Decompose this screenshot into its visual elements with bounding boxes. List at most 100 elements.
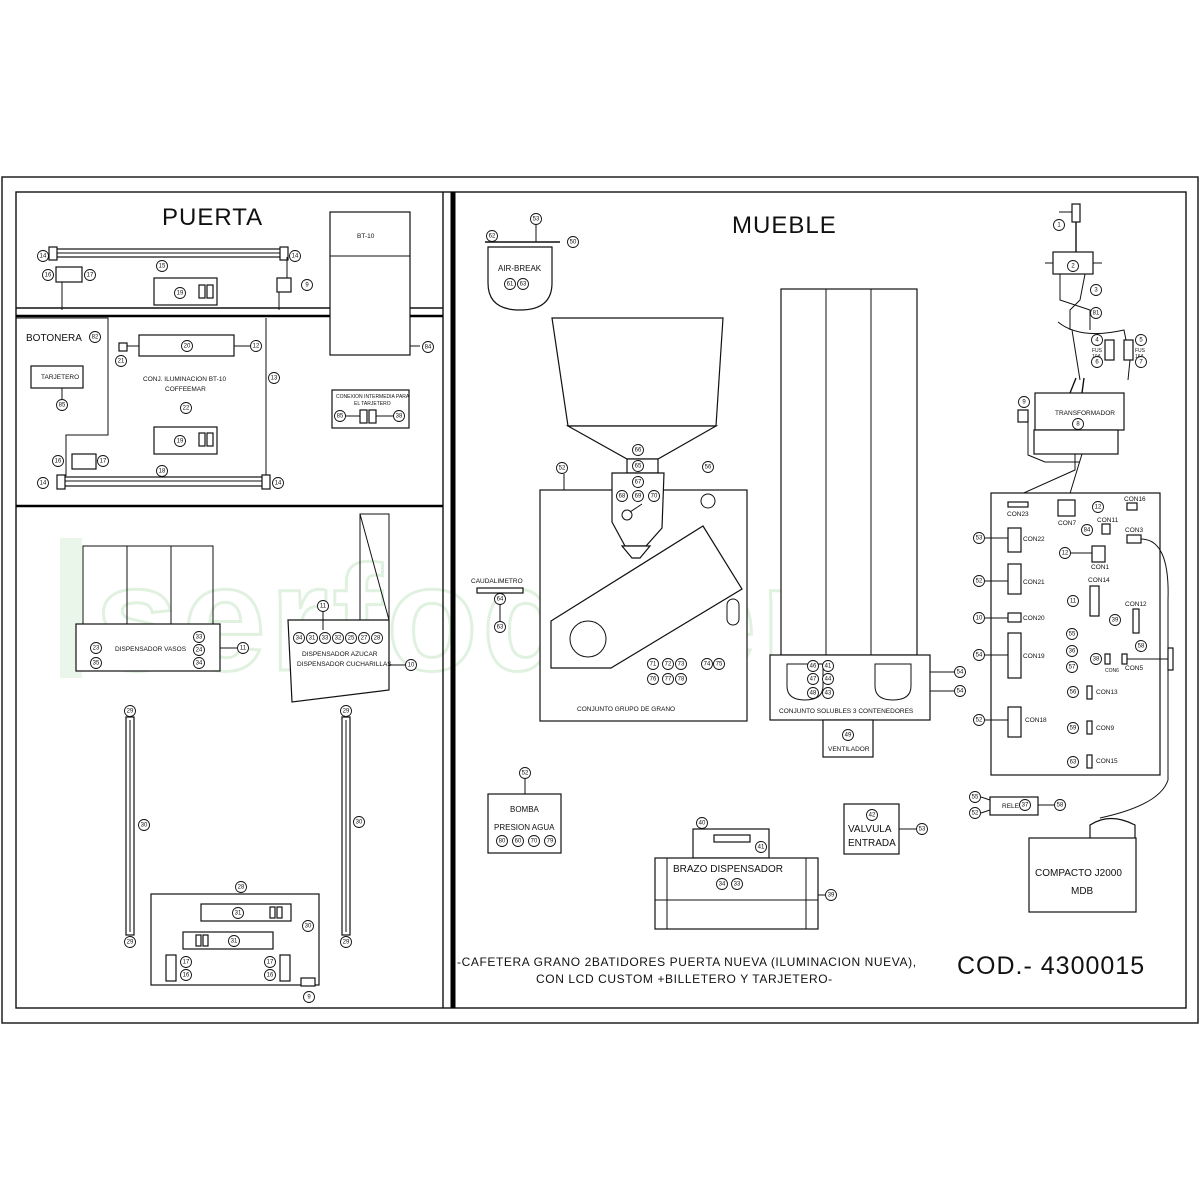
ref-bubble-number: 65: [635, 463, 642, 469]
ballast-31-b-pin1: [195, 934, 202, 947]
tarjetero-label: TARJETERO: [41, 374, 79, 381]
solubles-containers: [780, 288, 918, 656]
ref-bubble-number: 39: [1112, 617, 1119, 623]
ref-bubble: 39: [1109, 614, 1121, 626]
ref-bubble-number: 85: [59, 402, 66, 408]
caudalimetro-pipe: [476, 587, 524, 594]
ref-bubble-number: 75: [716, 661, 723, 667]
ref-bubble-number: 32: [335, 635, 342, 641]
ref-bubble-circle: [1067, 260, 1079, 272]
ref-bubble-number: 35: [93, 660, 100, 666]
ref-bubble-number: 14: [40, 480, 47, 486]
ref-bubble-number: 63: [497, 624, 504, 630]
ref-bubble-number: 41: [758, 844, 765, 850]
ref-bubble-number: 25: [348, 635, 355, 641]
puerta-bottom-lighting: [125, 716, 351, 987]
ref-bubble-circle: [807, 673, 819, 685]
conexion-label-2: EL TARJETERO: [354, 401, 391, 407]
ref-bubble: 54: [973, 649, 985, 661]
ref-bubble-circle: [302, 920, 314, 932]
rele: RELE: [980, 796, 1054, 816]
ballast-31-b-pin2: [202, 934, 209, 947]
ref-bubble-number: 69: [635, 493, 642, 499]
ref-bubble: 52: [969, 807, 981, 819]
ref-bubble-circle: [662, 658, 674, 670]
ref-bubble-circle: [973, 575, 985, 587]
ref-bubble: 52: [973, 714, 985, 726]
ref-bubble: 29: [124, 705, 136, 717]
ref-bubble-circle: [1090, 284, 1102, 296]
solubles-mixer-left: [786, 663, 824, 701]
ref-bubble-number: 17: [183, 959, 190, 965]
ref-bubble: 62: [486, 230, 498, 242]
ref-bubble: 32: [332, 632, 344, 644]
vasos-label: DISPENSADOR VASOS: [115, 646, 187, 653]
ref-bubble-circle: [866, 809, 878, 821]
ref-bubble-number: 30: [356, 819, 363, 825]
ref-bubble-circle: [1067, 686, 1079, 698]
con5-plug: [1121, 653, 1128, 665]
ref-bubble-number: 11: [240, 645, 247, 651]
conj-ilum-label-2: COFFEEMAR: [165, 386, 206, 393]
ref-bubble: 19: [174, 287, 186, 299]
lamp-end-right: [279, 246, 289, 261]
ref-bubble-circle: [181, 340, 193, 352]
ref-bubble-circle: [393, 410, 405, 422]
ref-bubble: 80: [496, 835, 508, 847]
ref-bubble-circle: [632, 490, 644, 502]
ref-bubble: 31: [306, 632, 318, 644]
con22-label: CON22: [1023, 536, 1045, 543]
ref-bubble-number: 9: [307, 994, 311, 1000]
ref-bubble: 27: [358, 632, 370, 644]
ref-bubble: 68: [616, 490, 628, 502]
xfmr-out-3: [1067, 453, 1083, 501]
ref-bubble: 47: [807, 673, 819, 685]
ref-bubble-number: 17: [267, 959, 274, 965]
ref-bubble-circle: [556, 462, 568, 474]
starter-left: [165, 954, 177, 982]
ref-bubble-circle: [1081, 524, 1093, 536]
ref-bubble-circle: [156, 260, 168, 272]
ref-bubble: 20: [181, 340, 193, 352]
ref-bubble: 42: [866, 809, 878, 821]
ref-bubble: 43: [822, 687, 834, 699]
ref-bubble-circle: [358, 632, 370, 644]
ref-bubble: 52: [973, 575, 985, 587]
ref-bubble: 53: [973, 532, 985, 544]
ref-bubble-number: 16: [267, 972, 274, 978]
ref-bubble-circle: [272, 477, 284, 489]
ref-bubble: 33: [731, 878, 743, 890]
ref-bubble-number: 60: [515, 838, 522, 844]
ref-bubble-number: 46: [810, 663, 817, 669]
ref-bubble-circle: [973, 532, 985, 544]
con16-label: CON16: [1124, 496, 1146, 503]
ref-bubble-number: 59: [1070, 725, 1077, 731]
ref-bubble: 10: [405, 659, 417, 671]
ref-bubble-circle: [494, 621, 506, 633]
lamp-starter: [55, 266, 83, 283]
ref-bubble-circle: [807, 660, 819, 672]
grupo-grinder-hole: [621, 509, 633, 521]
con19-label: CON19: [1023, 653, 1045, 660]
ref-bubble-number: 12: [1062, 550, 1069, 556]
ref-bubble-circle: [1072, 418, 1084, 430]
ref-bubble-number: 61: [507, 281, 514, 287]
ref-bubble: 17: [180, 956, 192, 968]
ref-bubble-circle: [1109, 614, 1121, 626]
ref-bubble-number: 18: [159, 468, 166, 474]
con21-label: CON21: [1023, 579, 1045, 586]
ref-bubble-circle: [334, 410, 346, 422]
ref-bubble: 63: [494, 621, 506, 633]
ref-bubble-number: 74: [704, 661, 711, 667]
ref-bubble: 24: [193, 644, 205, 656]
ref-bubble: 23: [90, 642, 102, 654]
botonera-outline: [16, 317, 109, 476]
ref-bubble-circle: [822, 687, 834, 699]
ref-bubble: 7: [1135, 356, 1147, 368]
con6-label: CON6: [1105, 668, 1119, 674]
ref-bubble: 70: [528, 835, 540, 847]
ref-bubble: 1: [1053, 219, 1065, 231]
azucar-label-2: DISPENSADOR CUCHARILLAS: [297, 661, 392, 668]
ref-bubble-number: 29: [127, 708, 134, 714]
